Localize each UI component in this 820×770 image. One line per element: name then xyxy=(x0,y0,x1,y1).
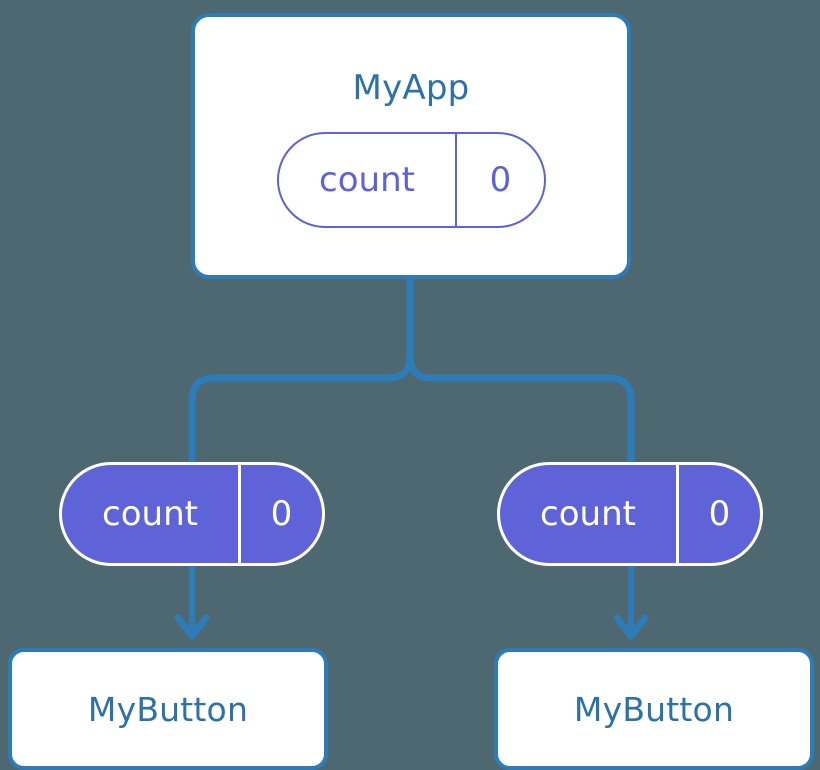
state-pill-myapp[interactable]: count 0 xyxy=(277,132,546,228)
arrow-head-left-icon xyxy=(174,614,210,640)
state-pill-value: 0 xyxy=(489,160,512,200)
prop-pill-key: count xyxy=(500,465,679,563)
component-title-mybutton-left: MyButton xyxy=(87,689,249,729)
state-pill-key: count xyxy=(279,134,457,226)
component-title-mybutton-right: MyButton xyxy=(573,689,735,729)
prop-pill-right[interactable]: count 0 xyxy=(497,462,763,566)
branch-line-left xyxy=(188,345,414,470)
prop-pill-key: count xyxy=(62,465,241,563)
prop-pill-value: 0 xyxy=(708,494,731,534)
prop-pill-value: 0 xyxy=(270,494,293,534)
component-card-mybutton-left[interactable]: MyButton xyxy=(8,648,328,770)
prop-pill-left[interactable]: count 0 xyxy=(59,462,325,566)
branch-line-right xyxy=(406,345,635,470)
arrow-head-right-icon xyxy=(613,614,649,640)
component-card-mybutton-right[interactable]: MyButton xyxy=(494,648,814,770)
component-title-myapp: MyApp xyxy=(352,68,470,108)
